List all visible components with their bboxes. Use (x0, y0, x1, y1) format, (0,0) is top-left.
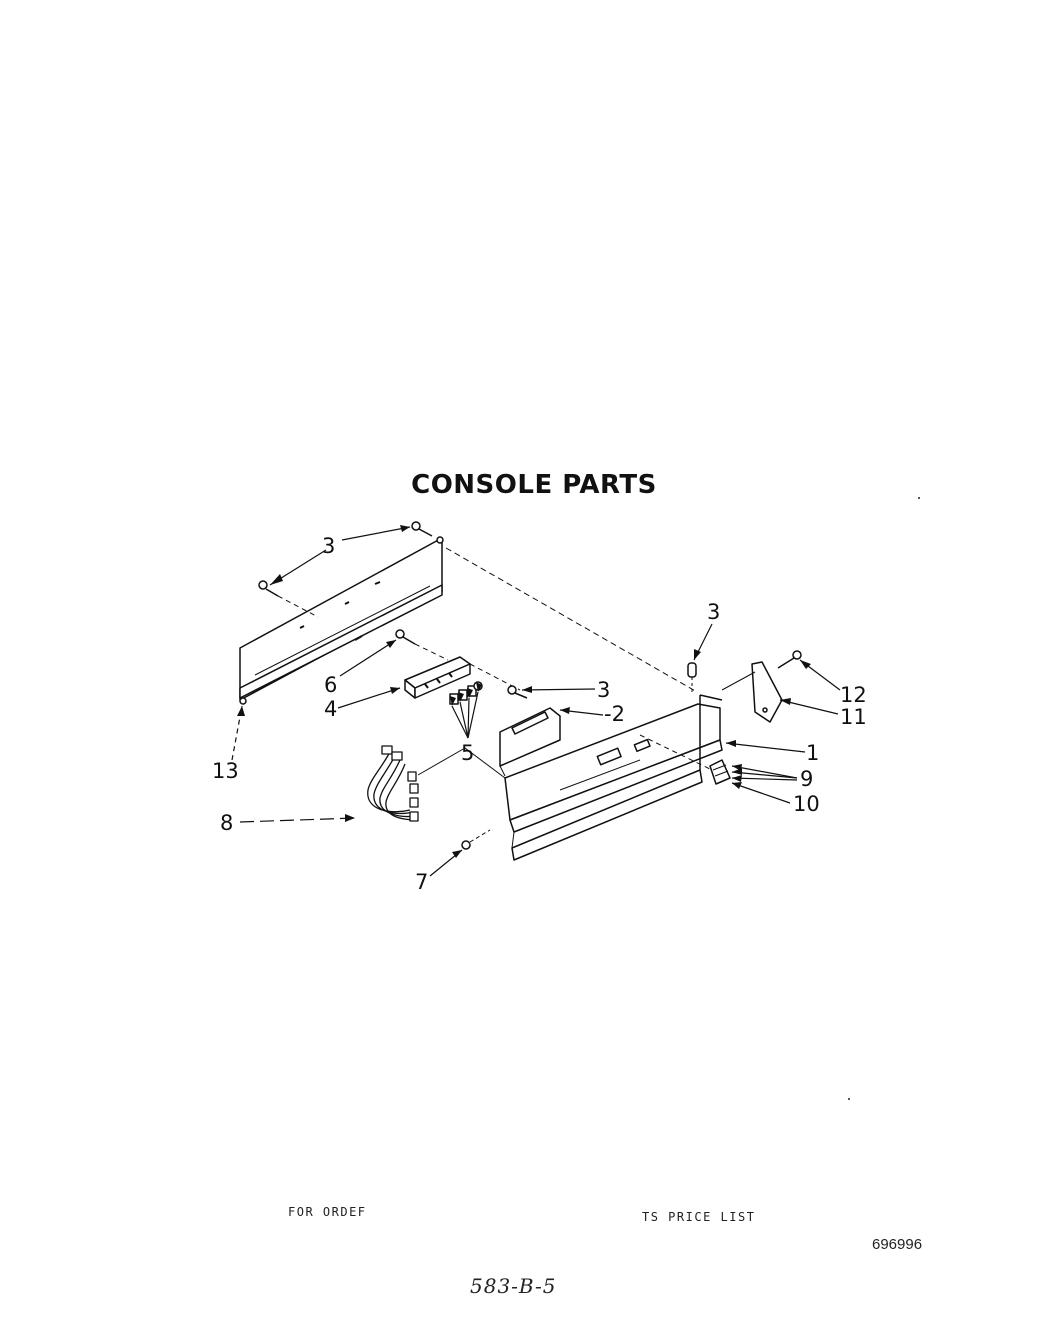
scan-speck (918, 497, 920, 499)
screw-console-end (687, 662, 697, 692)
alignment-line-screw-left (277, 595, 319, 618)
console-panel (504, 694, 723, 861)
screw-part-6 (395, 629, 416, 645)
handwritten-code: 583-B-5 (470, 1274, 557, 1298)
callout-11: 11 (840, 705, 867, 729)
wire-harness (367, 745, 419, 822)
callout-12: 12 (840, 683, 867, 707)
screw-part-12 (777, 650, 802, 669)
callout-3-top: 3 (322, 534, 335, 558)
arrowheads (237, 525, 811, 858)
rear-panel (239, 536, 444, 705)
callout-7: 7 (415, 870, 428, 894)
alignment-line-harness (417, 747, 466, 776)
screw-top-panel (411, 521, 433, 537)
callout-13: 13 (212, 759, 239, 783)
alignment-line-bracket (721, 671, 756, 691)
callout-2: -2 (604, 702, 625, 726)
callout-3-right: 3 (707, 600, 720, 624)
callout-5: 5 (461, 741, 474, 765)
screw-left-panel (258, 580, 279, 597)
clip-part-7 (461, 840, 471, 850)
alignment-line-panel-to-console (445, 547, 698, 693)
end-bracket (751, 661, 783, 723)
screw-center (507, 685, 528, 699)
footer-left-text: FOR ORDEF (288, 1205, 367, 1219)
callout-10: 10 (793, 792, 820, 816)
footer-right-text: TS PRICE LIST (642, 1210, 756, 1224)
scan-speck (848, 1098, 850, 1100)
mounting-bracket (499, 707, 561, 777)
document-number: 696996 (872, 1236, 923, 1253)
callout-9: 9 (800, 767, 813, 791)
diagram-title: CONSOLE PARTS (411, 470, 657, 500)
switch-assembly (404, 656, 471, 699)
knob-assembly (709, 759, 731, 785)
callout-8: 8 (220, 811, 233, 835)
callout-4: 4 (324, 697, 337, 721)
alignment-line-screw-6 (414, 643, 449, 661)
alignment-line-harness-console (464, 747, 506, 779)
callout-1: 1 (806, 741, 819, 765)
callout-6: 6 (324, 673, 337, 697)
alignment-line-clip (469, 829, 491, 843)
callout-3-center: 3 (597, 678, 610, 702)
alignment-line-knob (639, 734, 713, 771)
